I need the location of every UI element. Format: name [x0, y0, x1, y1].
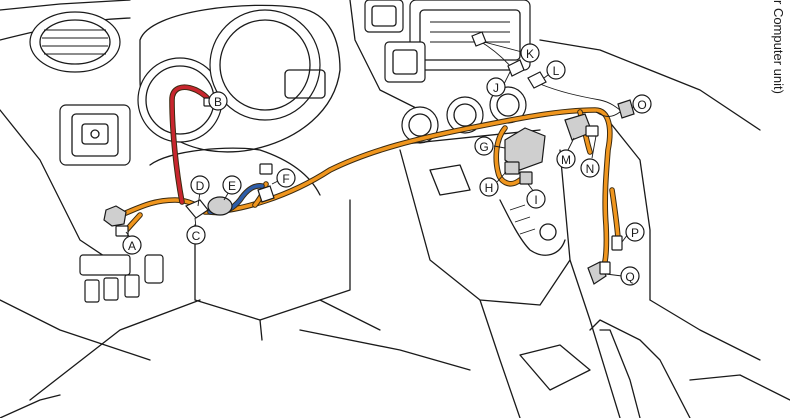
callout-f-label: F — [282, 172, 289, 186]
connector-i — [519, 171, 533, 185]
left-switch-panel — [59, 104, 131, 166]
left-lower-switches — [79, 254, 164, 303]
module-g — [504, 127, 546, 171]
connector-l — [527, 71, 547, 89]
connector-k — [471, 31, 487, 47]
callout-k-label: K — [526, 47, 534, 61]
callout-o: O — [632, 94, 652, 114]
callout-j: J — [486, 77, 506, 97]
callout-m-label: M — [561, 153, 571, 167]
maroon-wire-l — [539, 83, 623, 113]
callout-d-label: D — [196, 179, 205, 193]
callout-p-label: P — [631, 226, 639, 240]
lightblue-wire-o — [595, 111, 621, 117]
callout-i: I — [526, 189, 546, 209]
connector-p — [611, 235, 623, 251]
connector-o — [617, 99, 635, 119]
callout-m: M — [556, 149, 576, 169]
callout-c-label: C — [192, 229, 201, 243]
center-console — [399, 149, 621, 418]
callout-n: N — [580, 158, 600, 178]
connector-n — [585, 125, 599, 137]
callout-d: D — [190, 175, 210, 195]
callout-q-label: Q — [625, 270, 634, 284]
side-note: r Computer unit) — [762, 0, 790, 150]
callout-e: E — [222, 175, 242, 195]
left-air-vent — [29, 11, 121, 73]
center-audio-unit — [349, 0, 531, 111]
red-wire-fill — [170, 85, 212, 204]
callout-g-label: G — [479, 140, 488, 154]
connector-j — [507, 59, 525, 77]
callout-k: K — [520, 43, 540, 63]
callout-o-label: O — [637, 98, 646, 112]
right-lower-trim — [299, 39, 790, 418]
connector-h — [504, 161, 520, 175]
instrument-cluster — [137, 4, 341, 153]
callout-i-label: I — [534, 193, 537, 207]
callout-g: G — [474, 136, 494, 156]
callout-a-label: A — [128, 239, 136, 253]
callout-h-label: H — [485, 181, 494, 195]
connector-a-plug — [103, 205, 127, 227]
connector-cd — [185, 199, 209, 219]
callout-c: C — [186, 225, 206, 245]
component-e — [207, 196, 233, 216]
callout-f: F — [276, 168, 296, 188]
connector-f-top — [259, 163, 273, 175]
callout-e-label: E — [228, 179, 236, 193]
connector-a-socket — [115, 225, 129, 237]
callout-n-label: N — [586, 162, 595, 176]
connector-f — [257, 185, 275, 203]
callout-q: Q — [620, 266, 640, 286]
callout-a: A — [122, 235, 142, 255]
callout-l-label: L — [553, 64, 560, 78]
callout-j-label: J — [493, 81, 499, 95]
callout-h: H — [479, 177, 499, 197]
callout-b-label: B — [214, 95, 222, 109]
callout-l: L — [546, 60, 566, 80]
connector-q-socket — [599, 261, 611, 275]
callout-p: P — [625, 222, 645, 242]
callout-b: B — [208, 91, 228, 111]
side-note-text: r Computer unit) — [771, 0, 786, 94]
